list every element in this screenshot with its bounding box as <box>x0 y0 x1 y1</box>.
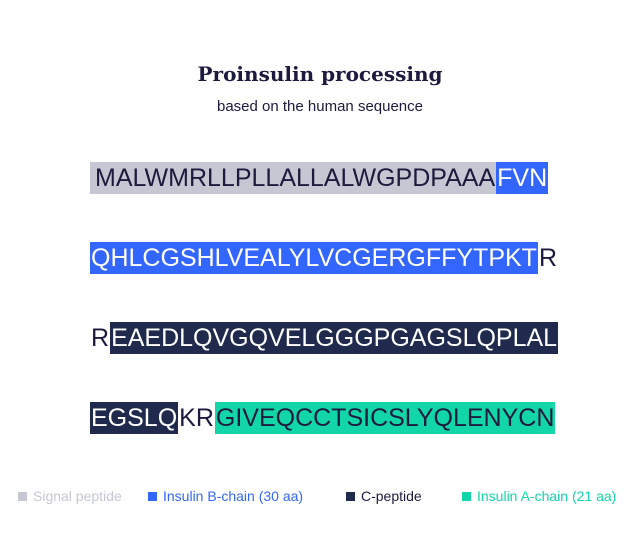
cleaved-residues-segment: KR <box>179 404 214 432</box>
c-peptide-segment: EAEDLQVGQVELGGGPGAGSLQPLAL <box>110 322 559 354</box>
legend-label: Signal peptide <box>33 488 122 504</box>
legend-label: Insulin A-chain (21 aa) <box>477 488 617 504</box>
legend-item: Insulin B-chain (30 aa) <box>148 488 303 504</box>
legend-item: Insulin A-chain (21 aa) <box>462 488 616 504</box>
cleaved-residues-segment: R <box>538 244 557 272</box>
c-peptide-segment: EGSLQ <box>90 402 179 434</box>
b-chain-segment: QHLCGSHLVEALYLVCGERGFFYTPKT <box>90 242 538 274</box>
b-chain-segment: FVN <box>496 162 549 194</box>
legend-swatch <box>148 491 157 501</box>
legend-label: C-peptide <box>361 488 422 504</box>
diagram-subtitle: based on the human sequence <box>217 98 423 115</box>
legend-swatch <box>18 491 27 501</box>
legend-swatch <box>346 491 355 501</box>
cleaved-residues-segment: R <box>91 324 110 352</box>
a-chain-segment: GIVEQCCTSICSLYQLENYCN <box>214 402 556 434</box>
legend-swatch <box>462 491 471 501</box>
signal-peptide-segment: MALWMRLLPLLALLALWGPDPAAA <box>90 162 497 194</box>
legend-item: Signal peptide <box>18 488 122 504</box>
legend-label: Insulin B-chain (30 aa) <box>163 488 304 504</box>
legend-item: C-peptide <box>346 488 422 504</box>
diagram-title: Proinsulin processing <box>197 62 443 86</box>
